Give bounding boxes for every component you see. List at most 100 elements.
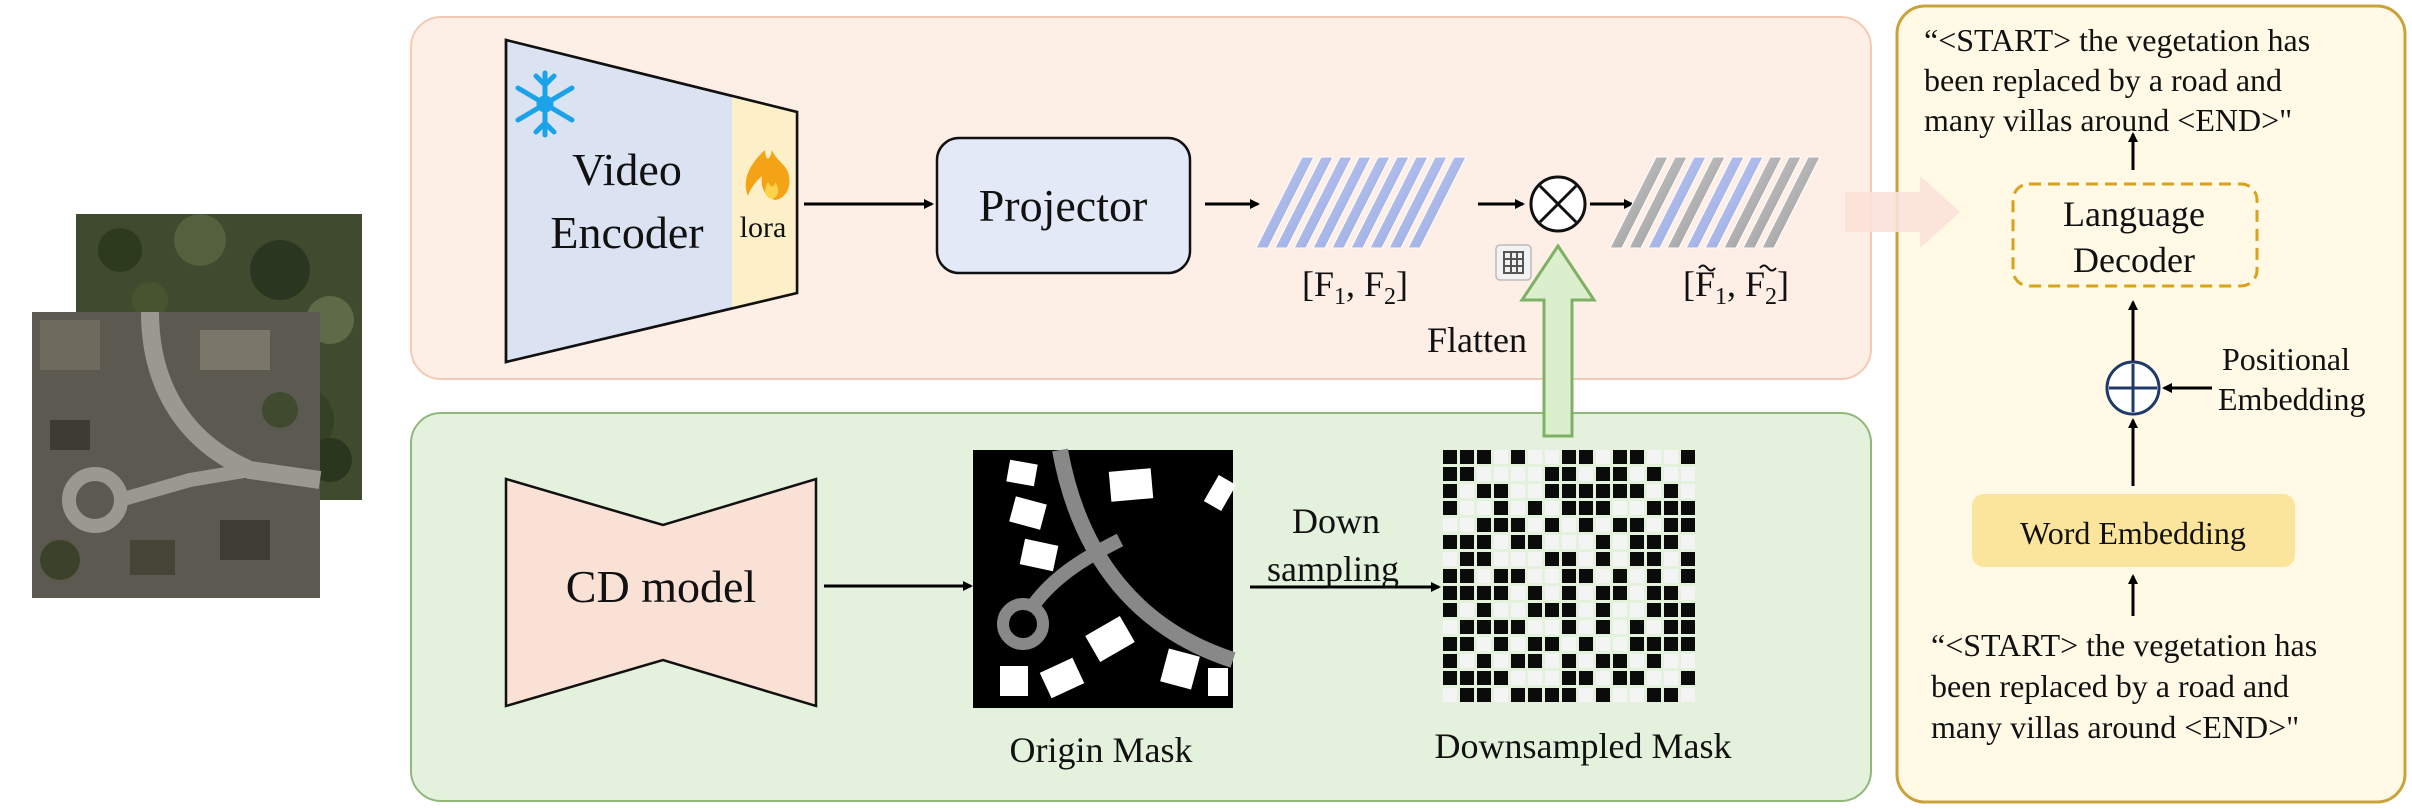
mask-cell [1579, 688, 1593, 702]
mask-cell [1562, 467, 1576, 481]
mask-cell [1460, 450, 1474, 464]
mask-cell [1613, 484, 1627, 498]
mask-cell [1562, 569, 1576, 583]
mask-cell [1545, 501, 1559, 515]
mask-cell [1562, 535, 1576, 549]
mask-cell [1562, 654, 1576, 668]
mask-cell [1460, 671, 1474, 685]
mask-cell [1528, 586, 1542, 600]
mask-cell [1545, 552, 1559, 566]
mask-cell [1596, 688, 1610, 702]
mask-cell [1562, 552, 1576, 566]
mask-cell [1494, 637, 1508, 651]
visual-feature-stack [1255, 156, 1467, 249]
mask-cell [1443, 501, 1457, 515]
mask-cell [1681, 637, 1695, 651]
mask-cell [1460, 569, 1474, 583]
mask-cell [1664, 586, 1678, 600]
masked-feature-frame [1761, 156, 1821, 249]
mask-cell [1528, 671, 1542, 685]
mask-cell [1613, 518, 1627, 532]
mask-cell [1511, 501, 1525, 515]
mask-cell [1460, 518, 1474, 532]
output-caption-line2: been replaced by a road and [1924, 62, 2282, 98]
feature-frame [1331, 156, 1391, 249]
input-caption-line3: many villas around <END>" [1931, 709, 2299, 745]
feature-frame [1407, 156, 1467, 249]
mask-cell [1494, 654, 1508, 668]
mask-cell [1681, 535, 1695, 549]
mask-cell [1528, 535, 1542, 549]
mask-cell [1596, 569, 1610, 583]
output-caption: “<START> the vegetation has been replace… [1924, 22, 2310, 138]
mask-cell [1630, 484, 1644, 498]
mask-cell [1613, 620, 1627, 634]
mask-cell [1460, 501, 1474, 515]
mask-cell [1511, 467, 1525, 481]
flatten-icon [1495, 244, 1532, 281]
mask-cell [1613, 586, 1627, 600]
mask-cell [1460, 484, 1474, 498]
mask-cell [1664, 467, 1678, 481]
mask-cell [1477, 620, 1491, 634]
mask-cell [1681, 654, 1695, 668]
mask-cell [1562, 450, 1576, 464]
masked-feature-frame [1742, 156, 1802, 249]
lora-label: lora [740, 211, 787, 244]
mask-cell [1630, 518, 1644, 532]
mask-cell [1545, 586, 1559, 600]
mask-cell [1562, 603, 1576, 617]
mask-cell [1494, 467, 1508, 481]
mask-cell [1664, 535, 1678, 549]
mask-cell [1630, 603, 1644, 617]
mask-cell [1443, 552, 1457, 566]
snowflake-icon [515, 70, 575, 138]
mask-cell [1477, 501, 1491, 515]
mask-cell [1443, 671, 1457, 685]
feature-frame [1255, 156, 1315, 249]
mask-cell [1664, 552, 1678, 566]
mask-cell [1443, 450, 1457, 464]
masked-feature-stack [1609, 156, 1821, 249]
satellite-image-t2 [32, 311, 322, 598]
mask-cell [1681, 552, 1695, 566]
mask-cell [1494, 586, 1508, 600]
mask-cell [1596, 501, 1610, 515]
mask-cell [1443, 688, 1457, 702]
mask-cell [1460, 637, 1474, 651]
mask-cell [1681, 671, 1695, 685]
mask-cell [1528, 688, 1542, 702]
mask-cell [1579, 569, 1593, 583]
mask-cell [1664, 518, 1678, 532]
mask-cell [1494, 501, 1508, 515]
addition-operator [2105, 360, 2161, 416]
mask-cell [1460, 654, 1474, 668]
input-caption: “<START> the vegetation has been replace… [1931, 627, 2317, 745]
masked-feature-frame [1609, 156, 1669, 249]
mask-cell [1528, 637, 1542, 651]
mask-cell [1477, 518, 1491, 532]
mask-cell [1511, 535, 1525, 549]
feature-frame [1388, 156, 1448, 249]
mask-cell [1511, 518, 1525, 532]
mask-cell [1545, 603, 1559, 617]
mask-cell [1630, 501, 1644, 515]
mask-cell [1630, 620, 1644, 634]
mask-cell [1630, 467, 1644, 481]
mask-cell [1511, 671, 1525, 685]
mask-cell [1596, 518, 1610, 532]
mask-cell [1579, 637, 1593, 651]
mask-cell [1647, 552, 1661, 566]
mask-cell [1596, 603, 1610, 617]
projector-block: Projector [935, 136, 1192, 275]
mask-cell [1494, 671, 1508, 685]
mask-cell [1596, 654, 1610, 668]
features-to-decoder-arrow [1845, 176, 1960, 248]
mask-cell [1579, 654, 1593, 668]
masked-feature-frame [1685, 156, 1745, 249]
mask-cell [1562, 671, 1576, 685]
mask-cell [1596, 450, 1610, 464]
mask-cell [1443, 467, 1457, 481]
mask-cell [1596, 535, 1610, 549]
mask-cell [1460, 552, 1474, 566]
